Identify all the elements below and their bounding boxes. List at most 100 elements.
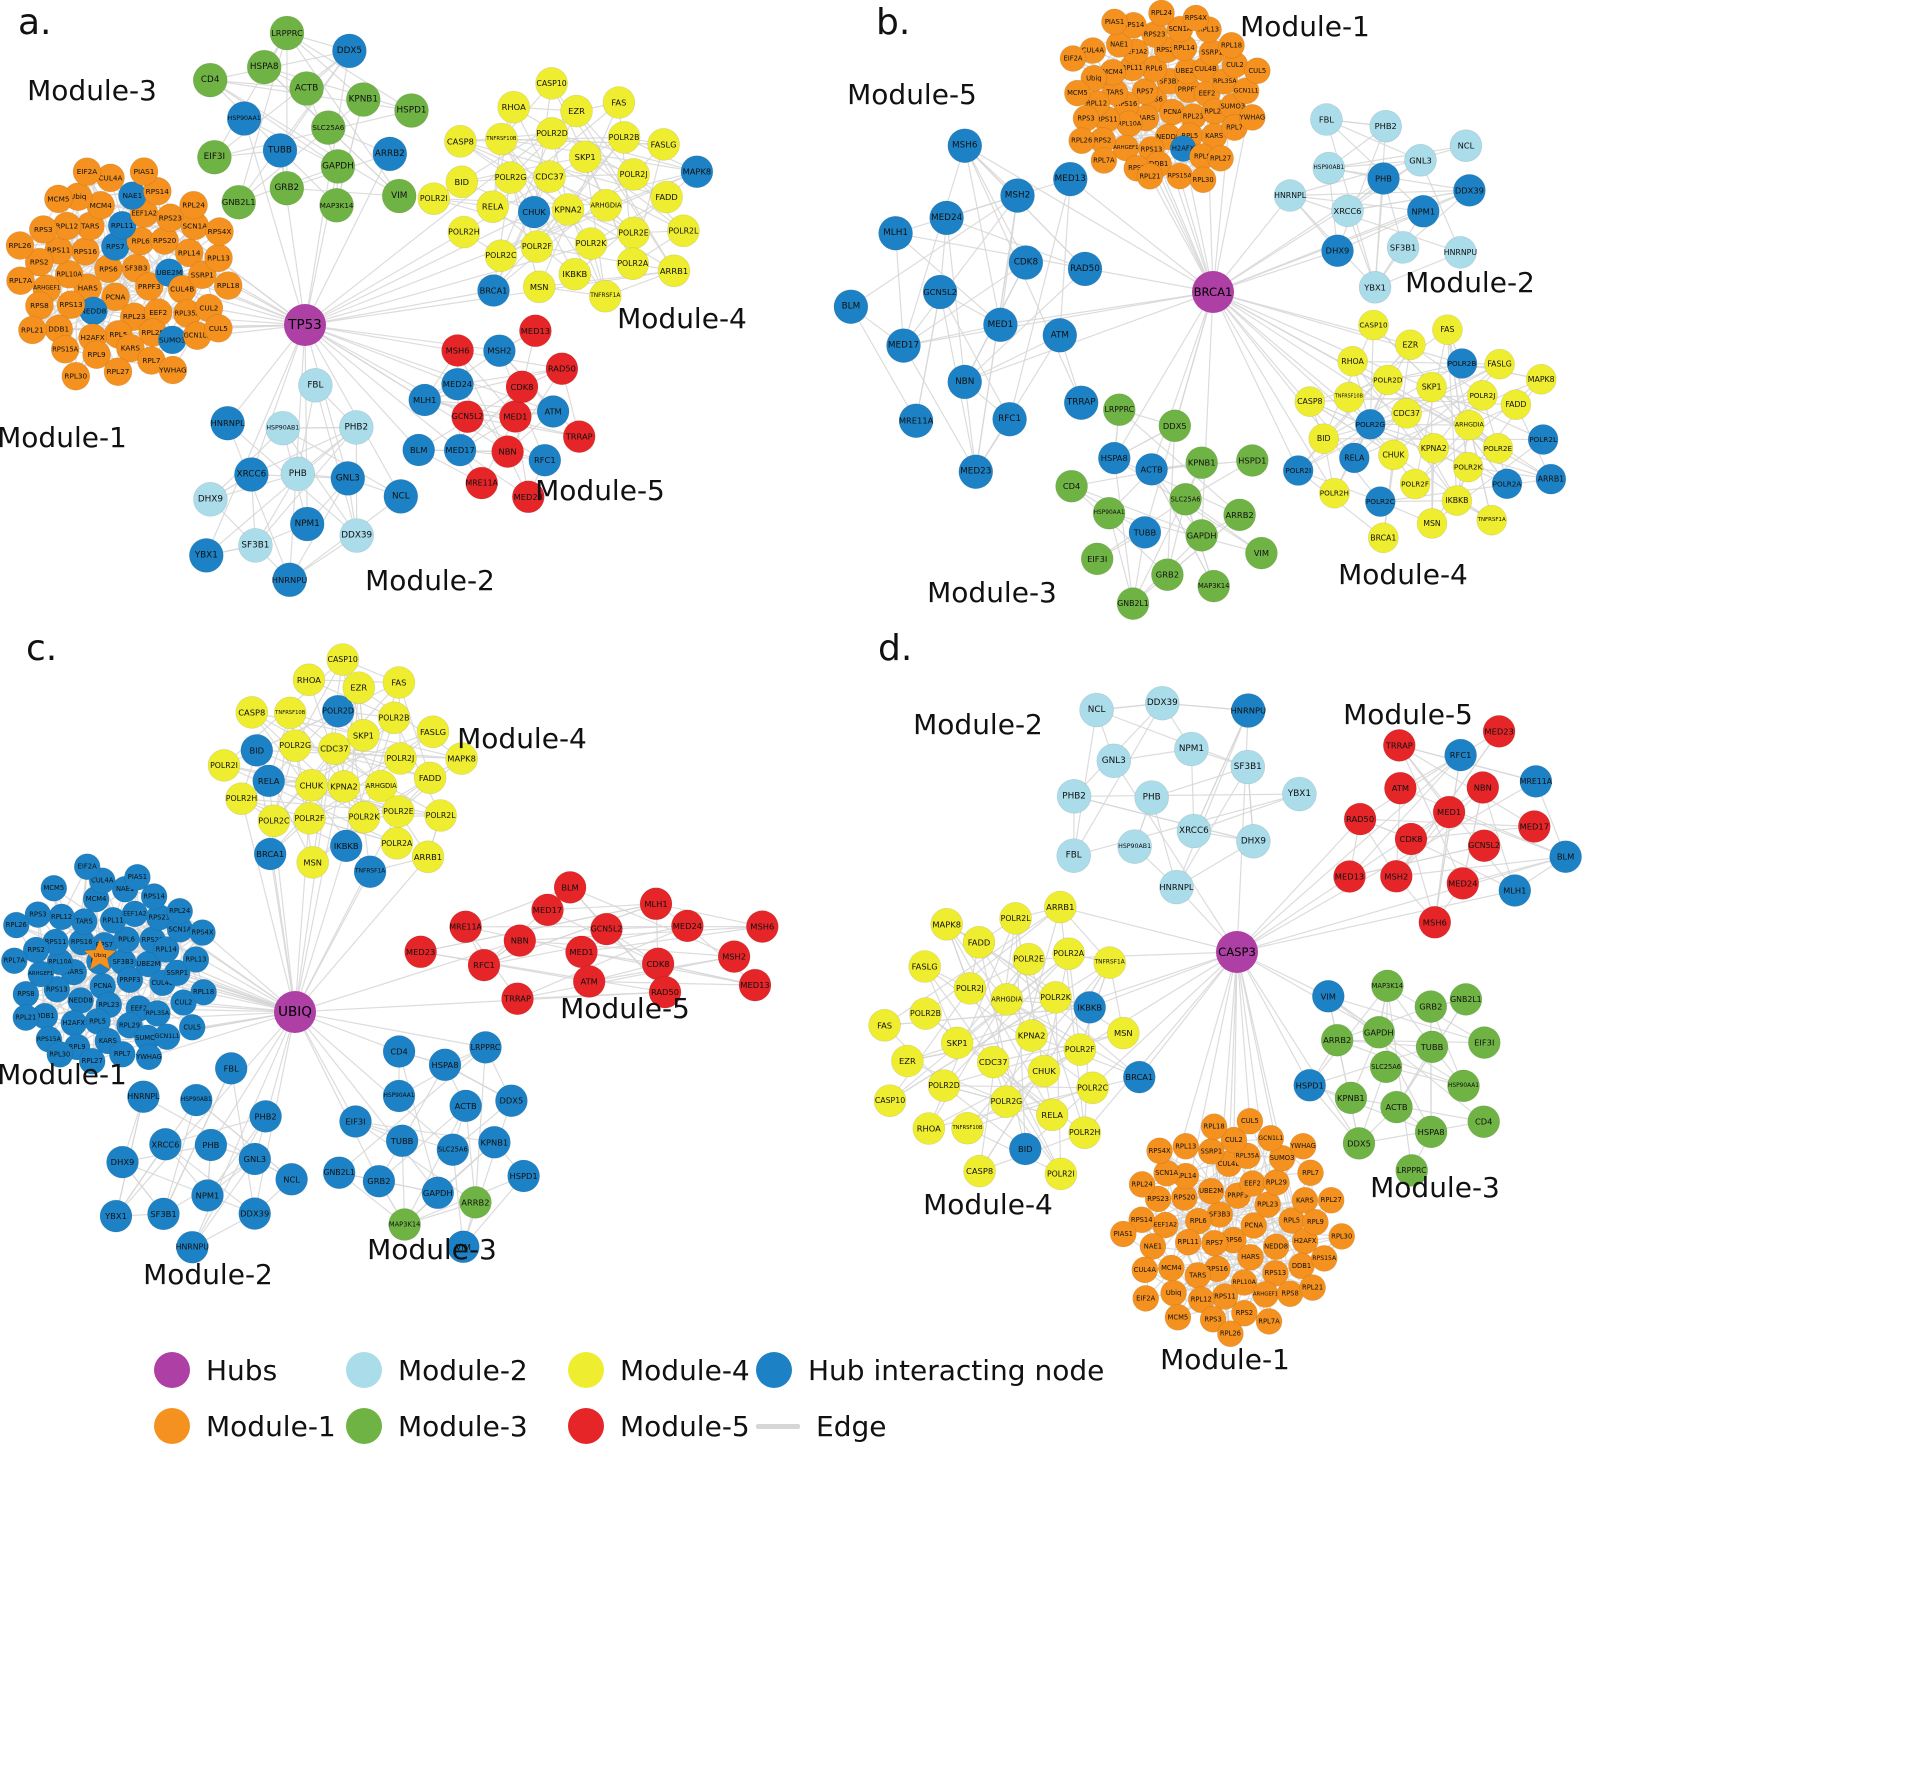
edge: [1236, 951, 1380, 1033]
node-VIM: [446, 1230, 480, 1264]
edge: [895, 178, 1071, 234]
node-XRCC6: [234, 457, 269, 492]
node-RPS4X: [1182, 4, 1210, 32]
node-label: GNB2L1: [222, 197, 256, 207]
edge: [1071, 485, 1168, 576]
node-label: SF3B3: [1209, 1211, 1230, 1219]
node-RELA: [476, 190, 510, 223]
edge: [122, 1161, 255, 1215]
edge: [1353, 386, 1433, 459]
node-MAP3K14: [1197, 569, 1230, 603]
edge: [1309, 1084, 1432, 1133]
node-label: POLR2A: [381, 839, 413, 848]
node-label: HNRNPU: [272, 575, 308, 585]
node-RPL18: [1218, 31, 1245, 59]
node-MAPK8: [445, 742, 478, 775]
node-MED17: [531, 893, 564, 927]
node-label: GAPDH: [1187, 530, 1217, 540]
node-label: SCN1A: [1169, 25, 1192, 33]
node-PRPF3: [116, 966, 144, 994]
node-label: PCNA: [1245, 1222, 1264, 1230]
node-label: ARRB1: [660, 266, 688, 276]
node-POLR2B: [909, 997, 942, 1030]
node-label: DDX39: [341, 531, 372, 541]
edge: [1060, 906, 1238, 953]
node-label: CUL4B: [170, 285, 194, 294]
edge: [251, 426, 357, 476]
legend-item-hub-interacting-node: Hub interacting node: [756, 1352, 1104, 1388]
node-label: GAPDH: [1364, 1027, 1394, 1037]
edge: [304, 153, 391, 326]
node-RELA: [1035, 1098, 1069, 1132]
node-RPL24: [1128, 1171, 1156, 1198]
node-label: CHUK: [1382, 450, 1405, 459]
node-label: MED23: [406, 947, 435, 957]
node-RPL18: [213, 271, 243, 300]
node-label: RPL24: [182, 201, 205, 210]
node-RELA: [1339, 442, 1370, 474]
node-label: RFC1: [534, 455, 556, 465]
node-HSP90AB1: [1117, 829, 1152, 864]
node-label: MAPK8: [932, 919, 961, 929]
node-FASLG: [908, 950, 942, 983]
node-label: HNRNPU: [1230, 706, 1266, 716]
node-label: NEDD8: [69, 997, 93, 1005]
edge: [967, 1049, 1081, 1129]
node-label: MCM5: [1067, 89, 1088, 97]
node-label: RPL9: [88, 350, 106, 359]
edge: [1167, 136, 1214, 293]
node-label: RPL18: [1221, 41, 1242, 49]
node-POLR2A: [380, 826, 414, 860]
node-label: RPL27: [107, 367, 130, 376]
node-BLM: [833, 289, 869, 325]
node-TNFRSF10B: [273, 696, 307, 730]
node-label: RPS11: [47, 246, 70, 255]
edge: [238, 50, 350, 203]
edge: [1074, 793, 1300, 797]
node-MSN: [1416, 508, 1448, 539]
edge: [1374, 126, 1387, 288]
node-label: PHB: [1375, 174, 1392, 184]
node-label: RAD50: [1346, 814, 1374, 824]
node-label: RPS11: [1096, 115, 1118, 123]
node-label: VIM: [391, 191, 407, 201]
node-DHX9: [193, 481, 228, 517]
node-RPL7: [109, 1040, 136, 1068]
node-label: ACTB: [455, 1101, 477, 1111]
hub-interacting-node-swatch-icon: [756, 1352, 792, 1388]
node-RPS14: [140, 883, 168, 910]
node-ARRB1: [411, 840, 445, 874]
node-POLR2L: [1527, 424, 1559, 455]
edge: [264, 66, 412, 112]
edge: [209, 79, 339, 167]
node-label: ARRB2: [1323, 1035, 1351, 1045]
node-label: GRB2: [274, 183, 299, 193]
node-PHB2: [1056, 778, 1092, 814]
edge: [1398, 745, 1464, 884]
node-label: MED17: [533, 905, 562, 915]
node-label: DHX9: [1241, 836, 1266, 846]
node-XRCC6: [1176, 813, 1212, 849]
node-label: RPS8: [1281, 1290, 1298, 1298]
module-label: Module-5: [1343, 698, 1473, 731]
node-PIAS1: [1101, 8, 1128, 36]
node-label: PRPF3: [1227, 1192, 1248, 1200]
node-SF3B1: [1230, 749, 1266, 785]
edge: [1212, 250, 1338, 293]
node-label: HSP90AA1: [1094, 510, 1125, 516]
node-label: MRE11A: [466, 479, 499, 488]
node-TRRAP: [1383, 729, 1416, 762]
node-ACTB: [1135, 453, 1168, 486]
node-label: SCN1A: [1155, 1169, 1178, 1177]
node-CUL5: [1236, 1107, 1264, 1135]
node-label: KPNB1: [1337, 1093, 1365, 1103]
edge: [1236, 951, 1311, 1086]
edge: [240, 798, 296, 1013]
node-HSP90AA1: [1092, 496, 1126, 530]
node-label: MED13: [1335, 872, 1364, 882]
node-label: SF3B3: [1159, 77, 1180, 85]
node-RPS3: [24, 901, 52, 928]
node-label: RPS14: [143, 893, 165, 901]
node-PHB: [1367, 162, 1400, 195]
